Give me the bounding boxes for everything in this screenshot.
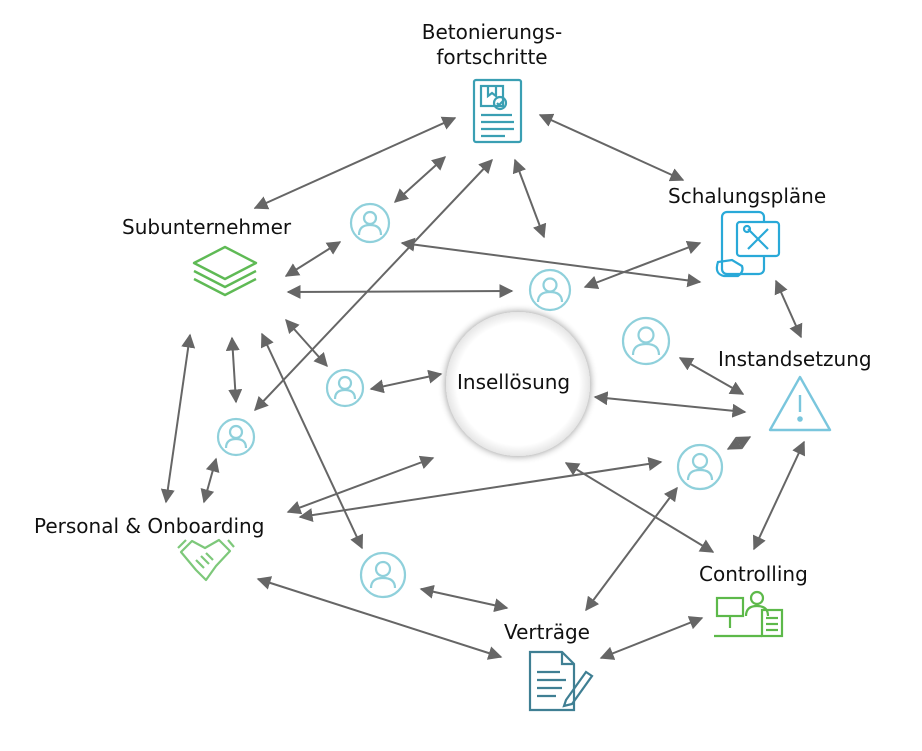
person-icon	[325, 368, 365, 408]
arrow	[419, 584, 509, 613]
node-label-controlling: Controlling	[699, 562, 808, 586]
arrow	[225, 336, 243, 404]
person-icon	[359, 551, 407, 599]
person-icon	[528, 268, 572, 312]
arrow	[286, 455, 435, 515]
desk-worker-icon	[714, 590, 784, 638]
arrow	[593, 391, 747, 418]
person-icon	[349, 202, 391, 244]
arrow	[160, 333, 196, 504]
arrow	[752, 440, 806, 551]
node-label-personal: Personal & Onboarding	[34, 514, 265, 538]
arrow	[253, 116, 457, 210]
arrow	[284, 241, 342, 277]
person-icon	[676, 443, 724, 491]
node-label-subunternehmer: Subunternehmer	[122, 215, 292, 239]
label-line-2: fortschritte	[436, 45, 548, 69]
node-label-vertraege: Verträge	[504, 620, 590, 644]
warning-triangle-icon	[768, 375, 832, 432]
certificate-document-icon	[472, 78, 523, 144]
handshake-icon	[177, 538, 235, 582]
label-line-1: Betonierungs-	[421, 20, 563, 44]
contract-pen-icon	[528, 650, 594, 712]
arrow	[583, 240, 702, 290]
arrow	[599, 616, 704, 660]
node-label-instandsetzung: Instandsetzung	[718, 347, 872, 371]
arrow	[286, 284, 514, 299]
person-icon	[621, 316, 671, 366]
arrow	[678, 357, 745, 395]
arrow	[256, 576, 503, 660]
person-icons	[216, 202, 724, 599]
arrow	[369, 369, 443, 394]
arrow	[298, 456, 663, 523]
arrow	[726, 436, 752, 450]
layers-stack-icon	[192, 245, 258, 297]
node-label-betonierungsfortschritte: Betonierungs- fortschritte	[392, 20, 592, 70]
arrow	[774, 279, 803, 339]
arrow	[512, 158, 547, 239]
arrow	[285, 318, 328, 368]
center-circle	[446, 312, 590, 456]
arrow	[200, 457, 220, 504]
person-icon	[216, 417, 256, 457]
connection-arrows	[160, 113, 806, 660]
arrow	[585, 486, 678, 612]
arrow	[538, 113, 685, 182]
node-label-schalungsplaene: Schalungspläne	[668, 184, 827, 208]
center-label: Insellösung	[457, 370, 571, 394]
tablet-tools-icon	[715, 210, 781, 278]
arrow	[393, 156, 447, 203]
arrow	[400, 237, 702, 288]
